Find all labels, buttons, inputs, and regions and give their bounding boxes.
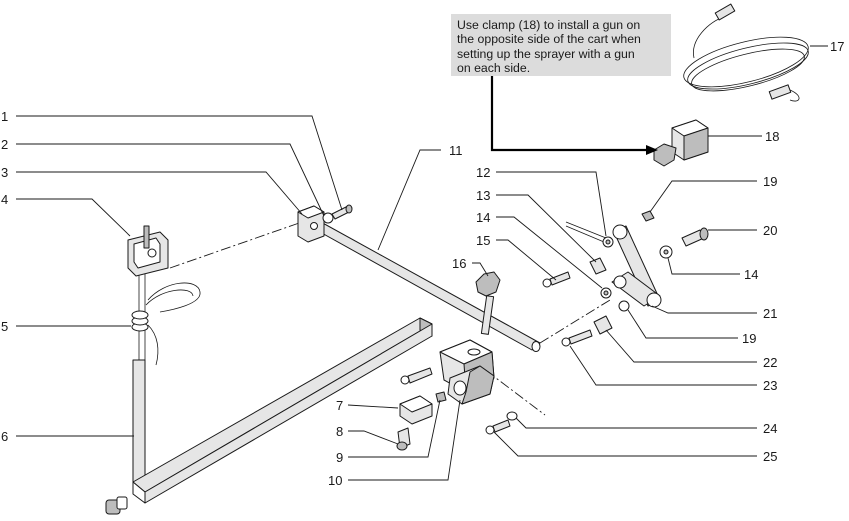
washer-14 [600,287,612,299]
callout-11: 11 [449,143,463,158]
bracket-4 [127,225,169,277]
callout-14a: 14 [476,210,490,225]
plate-7 [399,395,433,425]
knob-16 [475,271,501,335]
callout-5: 5 [1,319,8,334]
callout-labels: 1 2 3 4 5 6 7 8 9 10 11 12 13 14 15 16 1… [1,39,844,488]
screw-1 [322,204,353,224]
center-line-left [169,221,303,269]
gun-clamp-18 [653,119,709,167]
callout-21: 21 [763,306,777,321]
callout-10: 10 [328,473,342,488]
leader-lines [16,45,828,481]
note-line: Use clamp (18) to install a gun on [457,18,641,32]
callout-20: 20 [763,223,777,238]
clamp-instruction-note: Use clamp (18) to install a gun on the o… [451,14,671,76]
callout-1: 1 [1,109,8,124]
screw-25 [485,419,511,435]
callout-25: 25 [763,449,777,464]
bolt-8 [396,427,411,451]
note-line: setting up the sprayer with a gun [457,46,635,61]
bolt-23 [561,329,593,347]
callout-18: 18 [765,129,779,144]
callout-16: 16 [452,256,466,271]
clamp-screw [400,367,433,385]
callout-12: 12 [476,165,490,180]
pin-12 [565,221,614,248]
center-line-right [539,299,611,344]
clamp-block-2-3 [297,205,325,243]
callout-6: 6 [1,429,8,444]
callout-13: 13 [476,188,490,203]
callout-2: 2 [1,137,8,152]
callout-14b: 14 [744,267,758,282]
callout-19a: 19 [763,174,777,189]
hose-17 [683,3,809,102]
callout-4: 4 [1,192,8,207]
callout-17: 17 [830,39,844,54]
callout-8: 8 [336,424,343,439]
center-clamp-10 [439,339,495,405]
callout-19b: 19 [742,331,756,346]
fitting-13 [589,257,607,275]
nut-19b [618,300,630,312]
bolt-20 [681,227,709,247]
frame-bar [132,317,433,504]
callout-7: 7 [336,398,343,413]
callout-9: 9 [336,450,343,465]
washer-14b [659,245,673,259]
note-arrow [490,76,658,155]
nut-19 [641,210,655,222]
callout-22: 22 [763,355,777,370]
foot-cap [105,496,128,515]
screw-15 [542,271,571,288]
callout-3: 3 [1,165,8,180]
nut-9 [435,391,447,403]
callout-15: 15 [476,233,490,248]
callout-24: 24 [763,421,777,436]
spring-pin-5 [131,282,201,366]
note-line: the opposite side of the cart when [457,32,641,47]
center-line-bottom [471,359,546,416]
link-arm-21 [611,224,662,308]
spacer-22 [593,315,613,335]
washer-24 [506,411,518,421]
note-line: on each side. [457,60,531,75]
upright-post-6 [132,248,146,491]
callout-23: 23 [763,378,777,393]
